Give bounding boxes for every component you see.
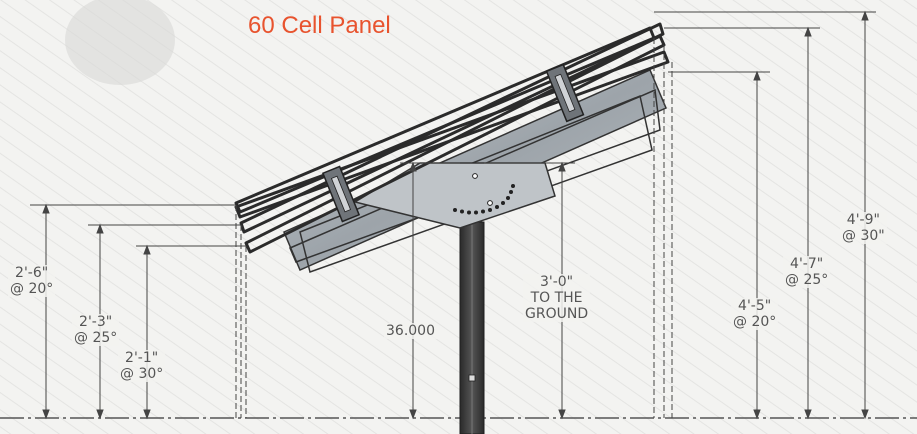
bracket-plate-front [299,94,653,273]
dim-value: 2'-6" [15,265,49,281]
dim-label-center-height: 36.000 [384,323,437,339]
dim-value: 2'-1" [125,350,159,366]
dim-value: 2'-3" [79,314,113,330]
dim-label-left-20: 2'-6" @ 20° [8,265,56,297]
dim-label-right-30: 4'-9" @ 30" [840,212,887,244]
dim-value: 3'-0" [539,274,574,290]
dim-value: 4'-9" [846,212,880,228]
background-smudge [65,0,175,85]
dim-note-line-1: TO THE [530,290,583,306]
dim-angle: @ 25° [785,272,829,288]
rail-clamp-right [545,63,585,123]
post-bolt [468,374,476,382]
dim-value: 36.000 [386,323,435,339]
dim-value: 4'-5" [738,298,772,314]
dim-angle: @ 30" [842,228,885,244]
rail-clamp-left [321,165,361,223]
dim-angle: @ 20° [10,281,54,297]
bracket-plate-middle [289,88,661,263]
hub-plate [353,162,556,229]
dim-note-line-2: GROUND [525,306,589,322]
dim-angle: @ 30° [120,366,164,382]
panel-variant-4 [234,50,670,219]
dim-label-right-25: 4'-7" @ 25° [783,256,831,288]
diagram-title: 60 Cell Panel [248,12,391,39]
dim-label-right-20: 4'-5" @ 20° [731,298,779,330]
adjustment-slot-arc [453,173,515,215]
dim-angle: @ 25° [74,330,118,346]
dim-value: 4'-7" [790,256,824,272]
panel-25-degrees [239,22,665,234]
dim-angle: @ 20° [733,314,777,330]
dim-label-center-ground: 3'-0" TO THE GROUND [523,274,591,322]
dimension-lines [30,10,876,420]
dim-label-left-30: 2'-1" @ 30° [118,350,166,382]
dim-label-left-25: 2'-3" @ 25° [72,314,120,346]
